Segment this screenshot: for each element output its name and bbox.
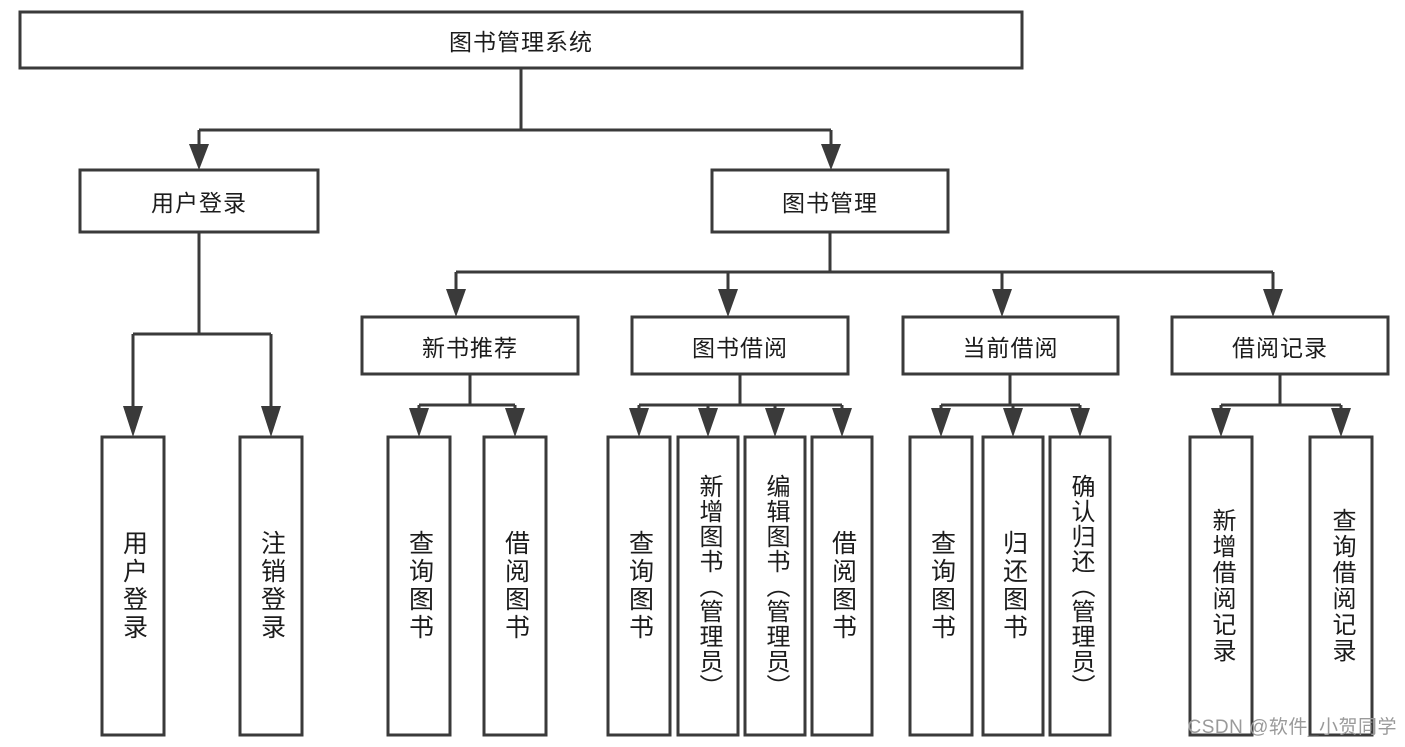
node-box-new-book-recommend[interactable] [360,315,580,376]
leaf-box-return-book[interactable] [981,435,1045,737]
arrowhead-user-login [189,144,209,170]
arrowhead-leaf-borrow-book-rec [505,408,525,437]
arrowhead-leaf-confirm-return-admin [1070,408,1090,437]
leaf-box-borrow-book-rec[interactable] [482,435,548,737]
arrowhead-leaf-user-login [123,406,143,437]
arrowhead-leaf-edit-book-admin [765,408,785,437]
arrowhead-borrow-record [1263,289,1283,317]
arrowhead-leaf-return-book [1003,408,1023,437]
leaf-box-query-book-current[interactable] [908,435,974,737]
leaf-box-confirm-return-admin[interactable] [1048,435,1112,737]
node-box-book-management[interactable] [710,168,950,234]
node-box-current-borrow[interactable] [901,315,1120,376]
leaf-box-query-book-rec[interactable] [386,435,452,737]
leaf-box-user-login[interactable] [100,435,166,737]
leaf-box-edit-book-admin[interactable] [743,435,807,737]
node-box-borrow-record[interactable] [1170,315,1390,376]
leaf-box-query-book-borrow[interactable] [606,435,672,737]
leaf-box-borrow-book[interactable] [810,435,874,737]
node-box-user-login[interactable] [78,168,320,234]
watermark-text: CSDN @软件_小贺同学 [1187,717,1397,738]
arrowhead-leaf-query-book-borrow [629,408,649,437]
node-box-root[interactable] [18,10,1024,70]
arrowhead-leaf-query-borrow-record [1331,408,1351,437]
leaf-box-add-borrow-record[interactable] [1188,435,1254,737]
arrowhead-leaf-borrow-book [832,408,852,437]
arrowhead-book-management [821,144,841,170]
arrowhead-leaf-query-book-current [931,408,951,437]
arrowhead-leaf-add-book-admin [698,408,718,437]
node-box-book-borrow[interactable] [630,315,850,376]
arrowhead-leaf-add-borrow-record [1211,408,1231,437]
leaf-box-add-book-admin[interactable] [676,435,740,737]
arrowhead-book-borrow [718,289,738,317]
arrowhead-leaf-query-book-rec [409,408,429,437]
arrowhead-new-book-recommend [446,289,466,317]
leaf-box-logout[interactable] [238,435,304,737]
arrowhead-leaf-logout [261,406,281,437]
arrowhead-current-borrow [992,289,1012,317]
leaf-box-query-borrow-record[interactable] [1308,435,1374,737]
